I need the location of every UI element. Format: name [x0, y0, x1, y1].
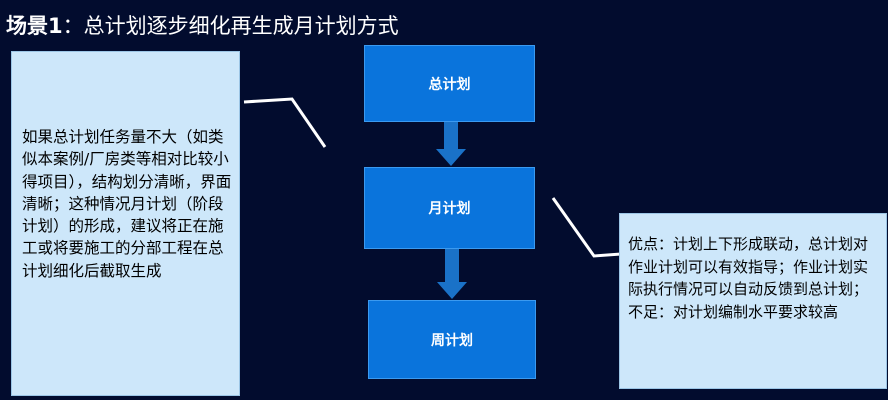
- title-text: 总计划逐步细化再生成月计划方式: [83, 14, 399, 38]
- month-plan-label: 月计划: [428, 201, 471, 217]
- left-note-box: 如果总计划任务量不大（如类似本案例/厂房类等相对比较小得项目），结构划分清晰，界…: [11, 51, 240, 396]
- cons-text: 不足：对计划编制水平要求较高: [628, 302, 839, 321]
- month-plan-box: 月计划: [364, 167, 535, 249]
- week-plan-label: 周计划: [431, 332, 473, 349]
- arrow-down-icon: [436, 122, 466, 166]
- right-note-box: 优点：计划上下形成联动，总计划对作业计划可以有效指导；作业计划实际执行情况可以自…: [619, 213, 887, 389]
- arrow-down-icon: [437, 249, 467, 299]
- total-plan-label: 总计划: [428, 76, 471, 93]
- left-note-text: 如果总计划任务量不大（如类似本案例/厂房类等相对比较小得项目），结构划分清晰，界…: [22, 128, 232, 280]
- week-plan-box: 周计划: [368, 300, 536, 379]
- right-connector-line: [551, 197, 622, 258]
- page-title: 场景1：总计划逐步细化再生成月计划方式: [6, 10, 399, 40]
- total-plan-box: 总计划: [364, 45, 535, 122]
- title-colon: ：: [62, 14, 84, 38]
- scene-label: 场景1: [6, 14, 63, 38]
- left-connector-line: [243, 97, 327, 148]
- pros-text: 优点：计划上下形成联动，总计划对作业计划可以有效指导；作业计划实际执行情况可以自…: [628, 235, 869, 298]
